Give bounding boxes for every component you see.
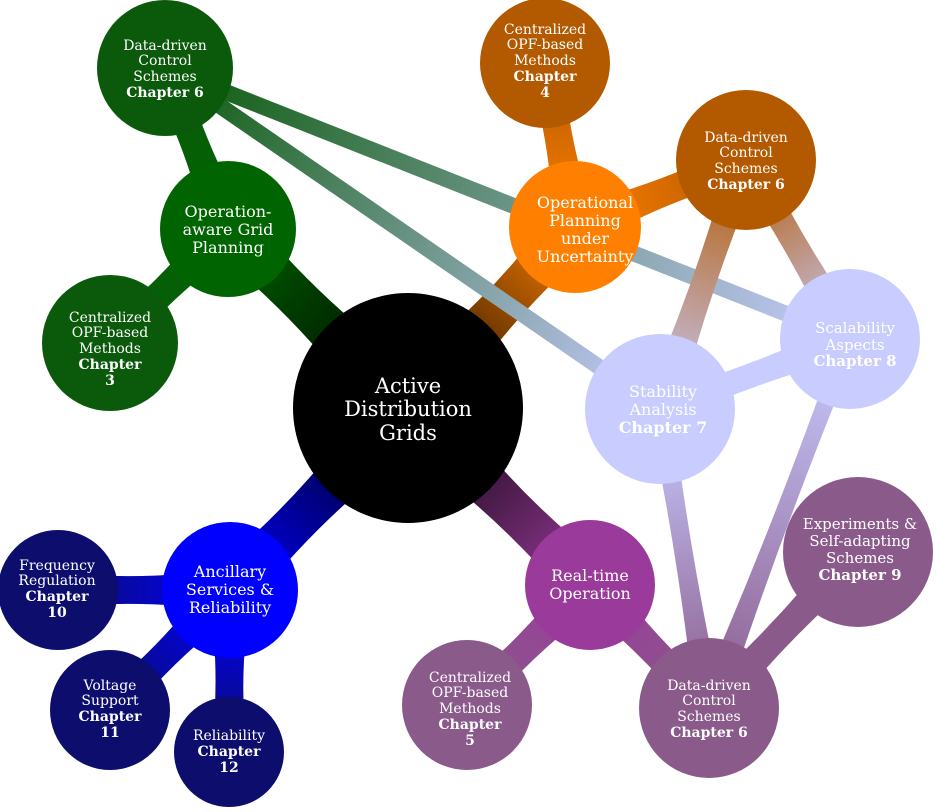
frequency-node-label: Frequency Regulation Chapter 10	[2, 550, 112, 630]
voltage-node	[50, 650, 170, 770]
uncertainty-opf-line-2: OPF-based	[506, 37, 584, 54]
uncertainty-line-4: Uncertainty	[536, 246, 634, 266]
planning-control-line-3: Schemes	[133, 69, 197, 85]
uncertainty-node	[509, 161, 641, 293]
frequency-node	[0, 530, 118, 650]
planning-opf-node-label: Centralized OPF-based Methods Chapter 3	[50, 300, 170, 400]
realtime-control-chapter: Chapter 6	[670, 724, 748, 741]
reliability-chapter: Chapter 12	[197, 744, 261, 776]
frequency-line-2: Regulation	[18, 573, 96, 590]
uncertainty-opf-node	[480, 0, 610, 128]
stability-node-label: Stability Analysis Chapter 7	[598, 370, 728, 450]
realtime-experiments-node	[783, 477, 933, 627]
planning-control-line-2: Control	[138, 53, 192, 70]
realtime-experiments-node-label: Experiments & Self-adapting Schemes Chap…	[790, 505, 930, 595]
experiments-line-3: Schemes	[825, 549, 894, 567]
voltage-chapter: Chapter 11	[78, 709, 142, 741]
voltage-node-label: Voltage Support Chapter 11	[55, 670, 165, 750]
uncertainty-opf-line-3: Methods	[514, 53, 576, 70]
planning-line-1: Operation-	[184, 202, 272, 222]
realtime-opf-node	[402, 640, 532, 770]
realtime-opf-line-2: OPF-based	[431, 685, 509, 702]
realtime-control-line-1: Data-driven	[667, 677, 751, 694]
realtime-node-label: Real-time Operation	[530, 555, 650, 615]
realtime-opf-node-label: Centralized OPF-based Methods Chapter 5	[410, 660, 530, 760]
uncertainty-opf-node-label: Centralized OPF-based Methods Chapter 4	[485, 12, 605, 112]
realtime-opf-line-3: Methods	[439, 701, 501, 718]
uncertainty-control-chapter: Chapter 6	[707, 176, 785, 193]
realtime-opf-chapter: Chapter 5	[438, 716, 502, 749]
realtime-control-line-2: Control	[682, 693, 736, 710]
realtime-node	[525, 520, 655, 650]
realtime-line-2: Operation	[549, 584, 631, 603]
scalability-node-label: Scalability Aspects Chapter 8	[790, 305, 920, 385]
link-planning-control-stability	[160, 61, 665, 416]
planning-control-line-1: Data-driven	[123, 37, 207, 54]
planning-opf-node	[42, 275, 178, 411]
planning-node-label: Operation- aware Grid Planning	[168, 190, 288, 270]
realtime-control-node	[639, 638, 779, 778]
uncertainty-opf-line-1: Centralized	[503, 21, 587, 38]
realtime-control-line-3: Schemes	[677, 709, 741, 725]
scalability-line-2: Aspects	[825, 335, 885, 354]
planning-opf-line-2: OPF-based	[71, 325, 149, 342]
root-line-1: Active	[374, 373, 442, 398]
scalability-line-1: Scalability	[815, 318, 895, 337]
ancillary-line-2: Services &	[185, 580, 275, 600]
uncertainty-control-node	[676, 90, 816, 230]
realtime-control-node-label: Data-driven Control Schemes Chapter 6	[649, 670, 769, 750]
root-line-3: Grids	[379, 420, 437, 445]
planning-opf-line-1: Centralized	[68, 309, 152, 326]
reliability-node	[174, 697, 284, 807]
uncertainty-line-2: Planning	[549, 211, 621, 231]
experiments-line-2: Self-adapting	[809, 532, 911, 551]
planning-node	[160, 161, 296, 297]
planning-line-3: Planning	[192, 237, 264, 257]
ancillary-node	[162, 522, 298, 658]
frequency-chapter: Chapter 10	[25, 589, 89, 621]
planning-opf-line-3: Methods	[79, 341, 141, 358]
uncertainty-control-line-2: Control	[719, 145, 773, 162]
voltage-line-2: Support	[81, 693, 139, 710]
reliability-line-1: Reliability	[192, 728, 266, 745]
frequency-line-1: Frequency	[19, 557, 95, 574]
planning-opf-chapter: Chapter 3	[78, 356, 142, 389]
root-node-label: Active Distribution Grids	[318, 360, 498, 460]
uncertainty-opf-chapter: Chapter 4	[513, 68, 577, 101]
realtime-line-1: Real-time	[551, 566, 629, 586]
planning-control-node-label: Data-driven Control Schemes Chapter 6	[105, 30, 225, 110]
voltage-line-1: Voltage	[83, 677, 137, 694]
realtime-opf-line-1: Centralized	[428, 669, 512, 686]
root-line-2: Distribution	[344, 397, 472, 422]
ancillary-line-3: Reliability	[188, 597, 272, 617]
planning-control-chapter: Chapter 6	[126, 84, 204, 101]
scalability-node	[780, 269, 920, 409]
uncertainty-line-3: under	[561, 229, 609, 248]
stability-chapter: Chapter 7	[618, 417, 708, 437]
ancillary-node-label: Ancillary Services & Reliability	[170, 550, 290, 630]
stability-line-1: Stability	[629, 382, 697, 402]
uncertainty-control-line-3: Schemes	[714, 161, 778, 177]
stability-node	[585, 334, 735, 484]
experiments-line-1: Experiments &	[802, 515, 918, 534]
stability-line-2: Analysis	[629, 400, 697, 420]
uncertainty-control-line-1: Data-driven	[704, 129, 788, 146]
uncertainty-control-node-label: Data-driven Control Schemes Chapter 6	[686, 122, 806, 202]
scalability-chapter: Chapter 8	[813, 352, 897, 371]
uncertainty-node-label: Operational Planning under Uncertainty	[520, 180, 650, 280]
ancillary-line-1: Ancillary	[193, 562, 267, 582]
planning-control-node	[97, 0, 233, 136]
root-node	[293, 293, 523, 523]
experiments-chapter: Chapter 9	[818, 565, 902, 584]
uncertainty-line-1: Operational	[536, 193, 634, 213]
reliability-node-label: Reliability Chapter 12	[174, 718, 284, 788]
link-scalability-realtime-control	[695, 335, 860, 713]
planning-line-2: aware Grid	[182, 220, 274, 240]
link-planning-control-scalability	[162, 60, 853, 347]
